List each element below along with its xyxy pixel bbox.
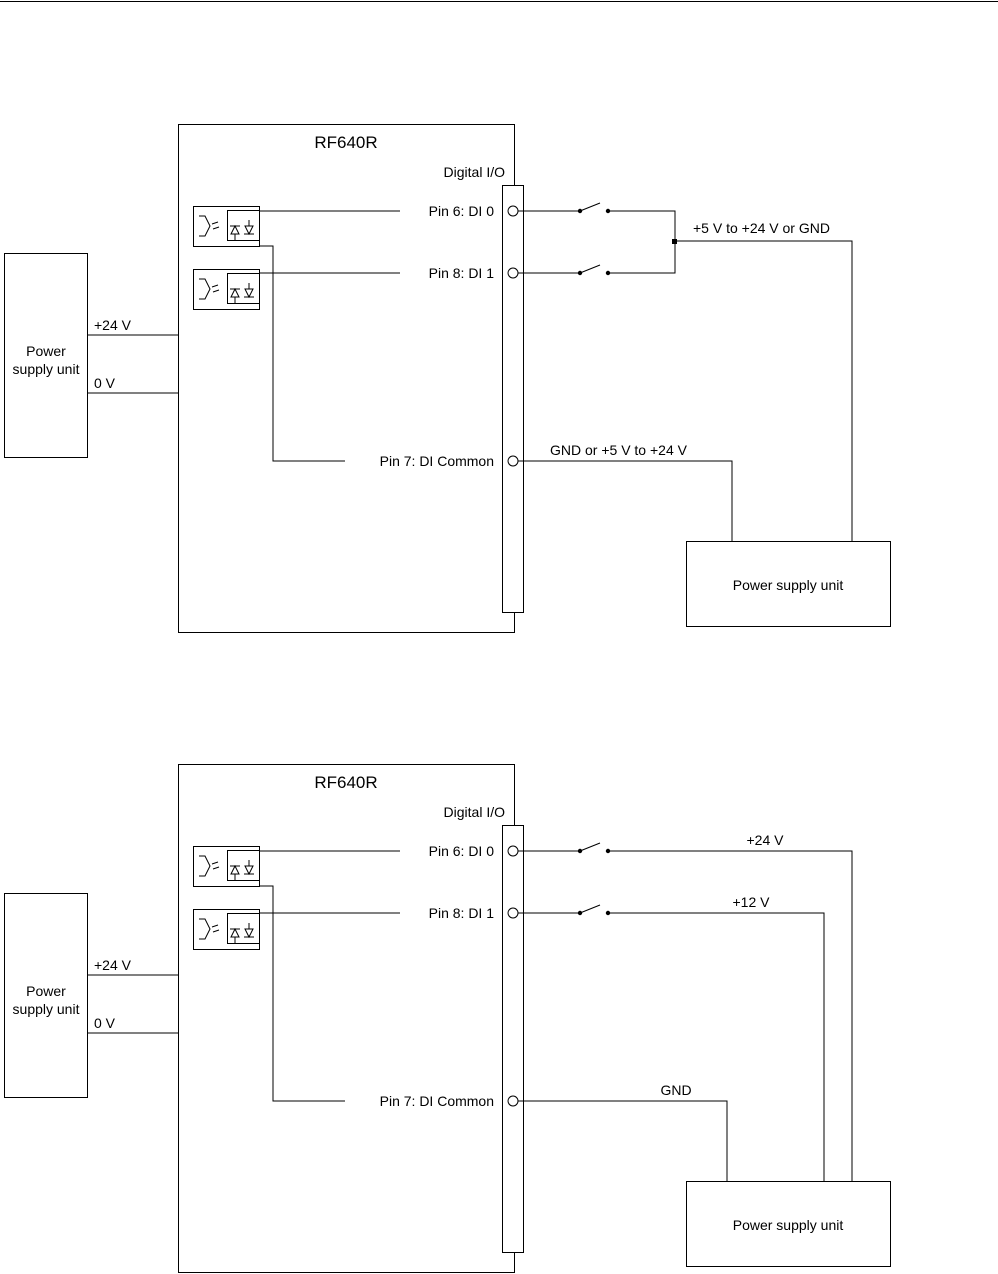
switch-2-contact-b — [606, 271, 610, 275]
connector-bar — [503, 826, 524, 1253]
device-title: RF640R — [314, 773, 377, 792]
pin-common-terminal — [508, 456, 518, 466]
left-psu-label-2: supply unit — [13, 1001, 80, 1017]
switch-2-lever — [580, 265, 600, 273]
rf640r-device-box — [179, 125, 515, 633]
pin-di1-label: Pin 8: DI 1 — [429, 265, 495, 281]
pin-di0-label: Pin 6: DI 0 — [429, 843, 495, 859]
digital-io-label: Digital I/O — [444, 804, 506, 820]
left-psu-neg-label: 0 V — [94, 1015, 116, 1031]
pin-common-label: Pin 7: DI Common — [380, 453, 494, 469]
di1-supply-label: +12 V — [733, 894, 771, 910]
wire-common-external — [518, 1101, 727, 1181]
connector-bar — [503, 186, 524, 613]
digital-io-label: Digital I/O — [444, 164, 506, 180]
common-supply-label: GND or +5 V to +24 V — [550, 442, 688, 458]
switch-1-lever — [580, 203, 600, 211]
pin-di1-terminal — [508, 908, 518, 918]
right-psu-label: Power supply unit — [733, 577, 844, 593]
pin-common-label: Pin 7: DI Common — [380, 1093, 494, 1109]
left-psu-pos-label: +24 V — [94, 317, 132, 333]
di0-supply-label: +24 V — [747, 832, 785, 848]
wire-switch-bus — [608, 211, 675, 273]
pin-common-terminal — [508, 1096, 518, 1106]
device-title: RF640R — [314, 133, 377, 152]
left-psu-pos-label: +24 V — [94, 957, 132, 973]
pin-di0-label: Pin 6: DI 0 — [429, 203, 495, 219]
switch-2-lever — [580, 905, 600, 913]
wire-12v-supply — [608, 913, 824, 1181]
switch-1-lever — [580, 843, 600, 851]
diagram-1: RF640R Digital I/O Pin 6: DI — [5, 125, 891, 633]
pin-di1-label: Pin 8: DI 1 — [429, 905, 495, 921]
common-supply-label: GND — [660, 1082, 691, 1098]
pin-di1-terminal — [508, 268, 518, 278]
wire-switch-supply — [675, 241, 852, 541]
pin-di0-terminal — [508, 846, 518, 856]
left-psu-label-2: supply unit — [13, 361, 80, 377]
left-psu-neg-label: 0 V — [94, 375, 116, 391]
switch-supply-label: +5 V to +24 V or GND — [693, 220, 830, 236]
left-psu-label-1: Power — [26, 343, 66, 359]
wire-common-external — [518, 461, 732, 541]
right-psu-label: Power supply unit — [733, 1217, 844, 1233]
diagram-2: RF640R Digital I/O Pin 6: DI 0 Pin 8: DI… — [5, 765, 891, 1273]
left-psu-label-1: Power — [26, 983, 66, 999]
pin-di0-terminal — [508, 206, 518, 216]
rf640r-device-box — [179, 765, 515, 1273]
wire-24v-supply — [608, 851, 852, 1181]
